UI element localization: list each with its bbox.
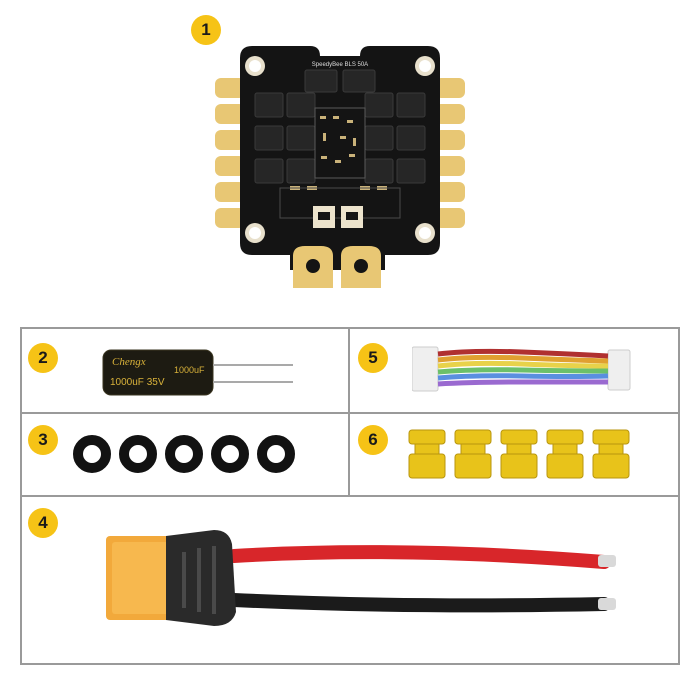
badge-6: 6 [358, 425, 388, 455]
capacitor-rating-2: 1000uF [174, 365, 205, 375]
badge-5: 5 [358, 343, 388, 373]
ribbon-cable-image [412, 344, 632, 394]
badge-2: 2 [28, 343, 58, 373]
badge-3: 3 [28, 425, 58, 455]
esc-board-image: SpeedyBee BLS 50A [215, 38, 465, 288]
xt60-lead-image [104, 528, 624, 628]
badge-1: 1 [191, 15, 221, 45]
o-rings-image [70, 432, 310, 476]
accessories-grid [20, 327, 680, 665]
capacitor-brand: Chengx [112, 356, 146, 368]
board-silkscreen: SpeedyBee BLS 50A [312, 62, 368, 68]
capacitor-image: Chengx 1000uF 35V 1000uF [98, 345, 298, 400]
badge-4: 4 [28, 508, 58, 538]
capacitor-rating: 1000uF 35V [110, 377, 165, 388]
grommets-image [405, 428, 635, 483]
